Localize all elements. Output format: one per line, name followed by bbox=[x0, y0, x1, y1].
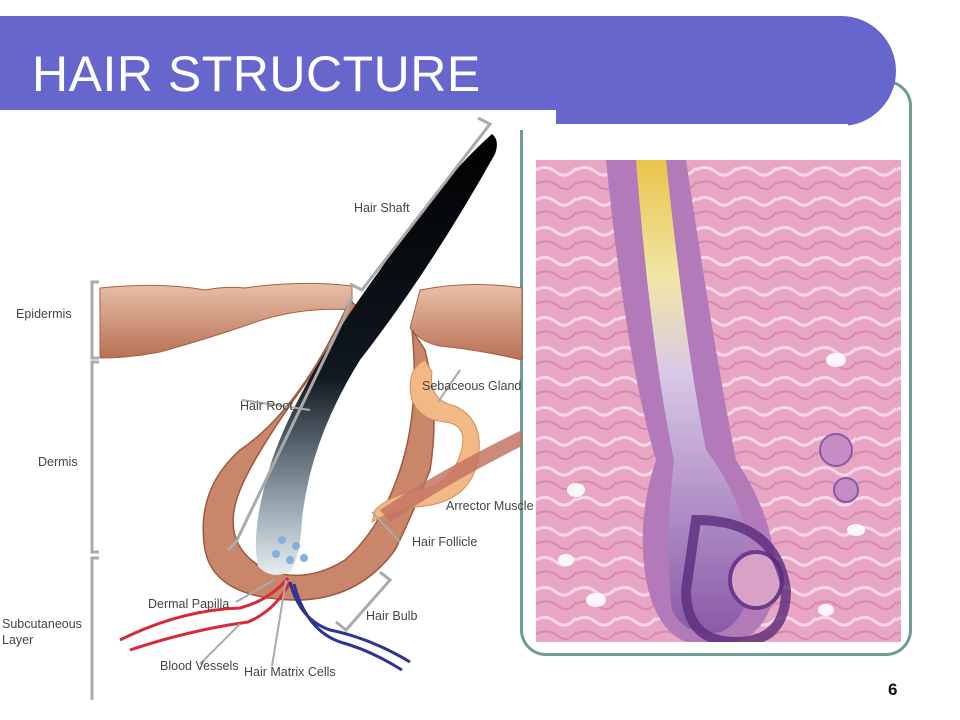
follicle-wall bbox=[202, 298, 435, 601]
hair-structure-diagram: Epidermis Dermis Subcutaneous Layer Hair… bbox=[2, 116, 534, 700]
hair-shaft-bracket bbox=[349, 116, 493, 292]
title-bar-cutout bbox=[0, 110, 556, 130]
label-arrector-muscle: Arrector Muscle bbox=[446, 499, 534, 513]
hair-bulb-bracket bbox=[335, 570, 393, 633]
blood-vessel-red bbox=[119, 577, 290, 642]
blood-vessel-blue-2 bbox=[292, 583, 403, 672]
follicle-inner bbox=[636, 160, 751, 634]
label-dermis: Dermis bbox=[38, 455, 78, 469]
label-hair-matrix-cells: Hair Matrix Cells bbox=[244, 665, 336, 679]
label-hair-follicle: Hair Follicle bbox=[412, 535, 477, 549]
hair-matrix-dots bbox=[272, 536, 308, 564]
label-hair-shaft: Hair Shaft bbox=[354, 201, 410, 215]
hair-bulb bbox=[680, 514, 792, 642]
epidermis-right bbox=[409, 283, 523, 361]
arrector-muscle bbox=[380, 430, 522, 522]
hair-root-bracket bbox=[226, 295, 354, 552]
blood-vessel-blue bbox=[288, 581, 411, 664]
hair-follicle-micrograph bbox=[536, 160, 901, 642]
layer-brackets bbox=[90, 280, 99, 700]
title-bar bbox=[0, 16, 896, 126]
label-layer: Layer bbox=[2, 633, 33, 647]
label-subcutaneous: Subcutaneous bbox=[2, 617, 82, 631]
hair-shaft bbox=[255, 134, 497, 575]
label-dermal-papilla: Dermal Papilla bbox=[148, 597, 229, 611]
epidermis-left bbox=[99, 282, 353, 359]
label-hair-bulb: Hair Bulb bbox=[366, 609, 417, 623]
slide-title: HAIR STRUCTURE bbox=[32, 46, 481, 102]
label-blood-vessels: Blood Vessels bbox=[160, 659, 239, 673]
leader-lines bbox=[199, 369, 461, 667]
label-epidermis: Epidermis bbox=[16, 307, 72, 321]
title-underline bbox=[556, 124, 848, 128]
fat-cells bbox=[558, 353, 865, 616]
blood-vessel-red-2 bbox=[129, 581, 292, 652]
label-hair-root: Hair Root bbox=[240, 399, 293, 413]
page-number: 6 bbox=[888, 680, 898, 699]
label-sebaceous-gland: Sebaceous Gland bbox=[422, 379, 521, 393]
